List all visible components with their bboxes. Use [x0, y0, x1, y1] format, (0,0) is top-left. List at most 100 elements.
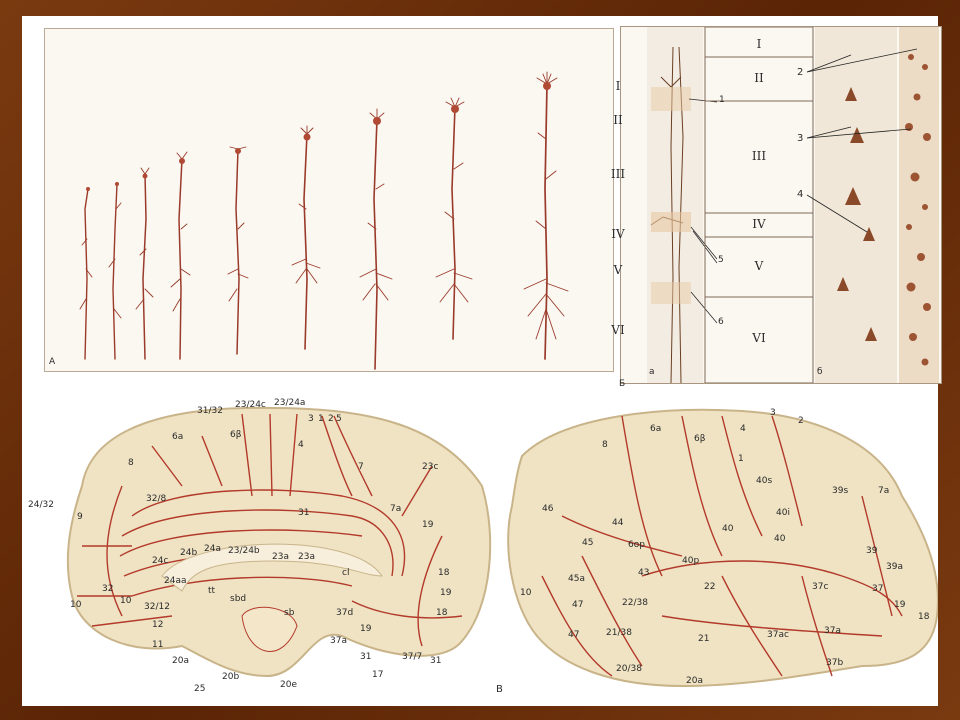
left-layer-4: IV [611, 227, 625, 241]
area-label: 40s [756, 476, 773, 486]
area-label: 9 [77, 512, 83, 522]
area-label: 39a [886, 562, 903, 572]
area-label: 39 [866, 546, 878, 556]
area-label: 23c [422, 462, 439, 472]
area-label: 40 [722, 524, 734, 534]
area-label: 1 [318, 414, 324, 424]
left-layer-1: I [615, 79, 621, 93]
area-label: 7a [390, 504, 402, 514]
area-label: 19 [360, 624, 372, 634]
panel-b-cortical-layers: I II III IV V VI I II III IV V VI 1 5 6 … [611, 26, 942, 389]
panel-a-label: A [49, 357, 56, 367]
area-label: 6a [650, 424, 662, 434]
area-label: 25 [194, 684, 206, 694]
area-label: 37 [872, 584, 884, 594]
area-label: 20b [222, 672, 240, 682]
area-label: 10 [120, 596, 132, 606]
area-label: 44 [612, 518, 624, 528]
area-label: 37c [812, 582, 829, 592]
area-label: 40p [682, 556, 700, 566]
area-label: 18 [918, 612, 930, 622]
area-label: 24/32 [28, 500, 54, 510]
area-label: 24aa [164, 576, 187, 586]
left-layer-3: III [610, 167, 626, 181]
area-label: 46 [542, 504, 554, 514]
area-label: 20a [172, 656, 189, 666]
area-label: 31 [430, 656, 442, 666]
area-label: 21/38 [606, 628, 632, 638]
area-label: 18 [438, 568, 450, 578]
area-label: 47 [572, 600, 584, 610]
area-label: 22/38 [622, 598, 648, 608]
area-label: sbd [230, 594, 247, 604]
callout-2: 2 [797, 67, 804, 78]
brain-hemispheres [66, 406, 938, 688]
area-label: 10 [520, 588, 532, 598]
area-label: 40 [774, 534, 786, 544]
slide: A [22, 16, 942, 706]
area-label: 19 [894, 600, 906, 610]
area-label: 11 [152, 640, 164, 650]
area-label: 40i [776, 508, 790, 518]
callout-5: 5 [718, 255, 724, 265]
area-label: 23a [272, 552, 289, 562]
area-label: 23/24a [274, 398, 306, 408]
callout-1: 1 [719, 95, 725, 105]
area-label: 37d [336, 608, 354, 618]
area-label: 23a [298, 552, 315, 562]
area-label: 20e [280, 680, 297, 690]
area-label: 20a [686, 676, 703, 686]
area-label: 31 [360, 652, 372, 662]
area-label: 2 [798, 416, 804, 426]
area-label: 24b [180, 548, 198, 558]
cortex-layer-drawing [647, 27, 939, 383]
callout-6: 6 [718, 317, 724, 327]
area-label: 32/8 [146, 494, 167, 504]
area-label: 2 [328, 414, 334, 424]
area-label: 24a [204, 544, 221, 554]
table-layer-1: I [756, 37, 762, 51]
panel-b-label: Б [619, 379, 626, 389]
area-label: 17 [372, 670, 384, 680]
left-layer-2: II [613, 113, 623, 127]
area-label: tt [208, 586, 216, 596]
left-layer-5: V [613, 263, 623, 277]
area-label: 4 [740, 424, 746, 434]
area-label: 8 [128, 458, 134, 468]
area-label: 31/32 [197, 406, 223, 416]
corner-label-b: б [817, 367, 823, 377]
area-label: 3 [770, 408, 776, 418]
area-label: 45a [568, 574, 585, 584]
area-label: 45 [582, 538, 594, 548]
table-layer-3: III [751, 149, 767, 163]
area-label: 23/24c [235, 400, 266, 410]
area-label: 43 [638, 568, 650, 578]
neuron-drawing [79, 71, 569, 370]
area-label: 37a [330, 636, 347, 646]
area-label: 39s [832, 486, 849, 496]
area-label: 20/38 [616, 664, 642, 674]
area-label: 12 [152, 620, 164, 630]
area-label: 24c [152, 556, 169, 566]
area-label: 6op [628, 540, 645, 550]
area-label: 6a [172, 432, 184, 442]
area-label: 4 [298, 440, 304, 450]
area-label: cl [342, 568, 350, 578]
area-label: 19 [440, 588, 452, 598]
area-label: 23/24b [228, 546, 260, 556]
area-label: 47 [568, 630, 580, 640]
area-label: 32 [102, 584, 114, 594]
callout-3: 3 [797, 133, 804, 144]
area-label: 31 [298, 508, 310, 518]
table-layer-2: II [754, 71, 764, 85]
area-label: 7 [358, 462, 364, 472]
area-label: 10 [70, 600, 82, 610]
area-label: 22 [704, 582, 716, 592]
left-layer-6: VI [611, 323, 625, 337]
area-label: 18 [436, 608, 448, 618]
lateral-hemisphere [507, 408, 938, 688]
area-label: 7a [878, 486, 890, 496]
area-label: 37a [824, 626, 841, 636]
callout-4: 4 [797, 189, 804, 200]
area-label: 8 [602, 440, 608, 450]
